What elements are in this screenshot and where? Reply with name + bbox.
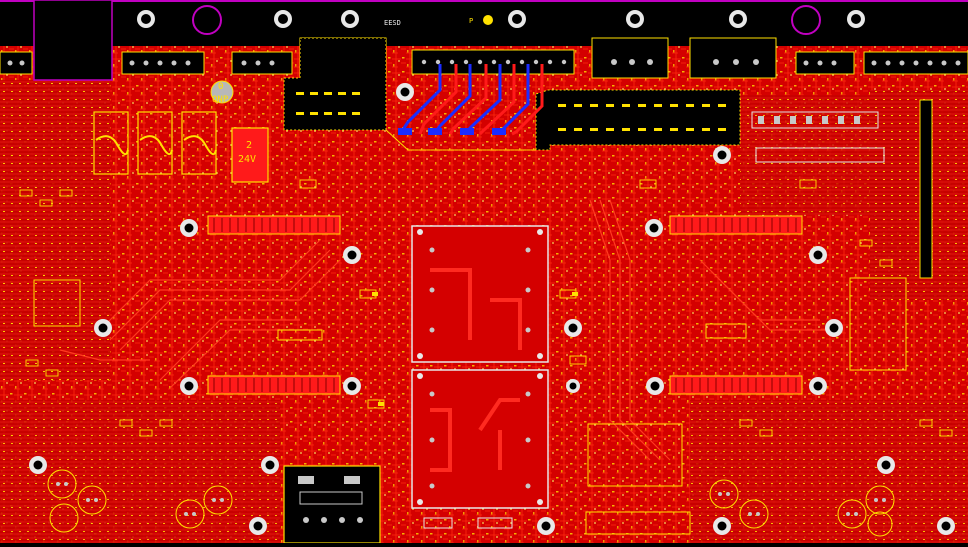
electrolytic-capacitor bbox=[210, 80, 234, 104]
ic-center-right bbox=[587, 423, 683, 487]
connector-cutout-left bbox=[33, 0, 113, 81]
relay-k1 bbox=[93, 111, 129, 175]
top-mounting-holes bbox=[137, 10, 865, 28]
top-small-label: EESD bbox=[384, 19, 401, 27]
relay-k3 bbox=[181, 111, 217, 175]
dense-region-left bbox=[0, 80, 110, 380]
ic-left bbox=[33, 279, 81, 327]
transistor-footprints bbox=[47, 469, 895, 537]
right-pin-header bbox=[751, 111, 879, 129]
right-pin-header-2 bbox=[755, 147, 885, 163]
power-component-24v bbox=[231, 127, 269, 183]
top-led-label: P bbox=[469, 17, 473, 25]
left-fanout-traces bbox=[59, 239, 341, 389]
transformer-upper bbox=[411, 225, 549, 363]
relay-k2 bbox=[137, 111, 173, 175]
power-component-voltage: 24V bbox=[238, 154, 256, 165]
dense-region-bottom-right bbox=[690, 400, 968, 543]
ffc-connector-upper-right bbox=[669, 215, 803, 235]
ic-upper-mid-right bbox=[705, 323, 747, 339]
bottom-right-connector bbox=[585, 511, 691, 535]
board-outline-circle-right bbox=[791, 5, 821, 35]
ic-left-mid bbox=[277, 329, 323, 341]
ffc-connector-upper-left bbox=[207, 215, 341, 235]
bottom-fuse-right bbox=[477, 517, 513, 529]
ffc-connectors bbox=[207, 215, 803, 395]
ic-packages bbox=[33, 277, 907, 487]
right-pin-header-pins bbox=[758, 116, 860, 124]
top-layer-traces-center bbox=[418, 64, 544, 136]
header-zone-pad-grid bbox=[296, 92, 726, 131]
diode-marks bbox=[372, 292, 578, 406]
mounting-holes bbox=[29, 83, 955, 535]
connector-header-zone bbox=[283, 37, 741, 151]
top-led-indicator bbox=[483, 15, 493, 25]
ffc-connector-lower-right bbox=[669, 375, 803, 395]
cap-value-b: QNP bbox=[212, 95, 229, 105]
relay-group bbox=[93, 111, 217, 175]
right-fanout-traces bbox=[589, 199, 830, 461]
transformer-lower bbox=[411, 369, 549, 509]
ffc-connector-lower-left bbox=[207, 375, 341, 395]
transistor-pins bbox=[56, 482, 886, 516]
bottom-fuse-left bbox=[423, 517, 453, 529]
power-component-value: 2 bbox=[246, 140, 252, 151]
cap-value-a: 0 bbox=[218, 82, 223, 92]
header-bottom-pads bbox=[398, 128, 506, 135]
ffc-pin-stripes bbox=[213, 218, 797, 392]
dense-region-bottom-left bbox=[0, 400, 280, 543]
right-edge-connector bbox=[919, 99, 933, 279]
board-outline-circle-left bbox=[192, 5, 222, 35]
usb-connector-pads bbox=[298, 476, 363, 523]
dense-region-top-right bbox=[740, 95, 940, 215]
ic-right bbox=[849, 277, 907, 371]
